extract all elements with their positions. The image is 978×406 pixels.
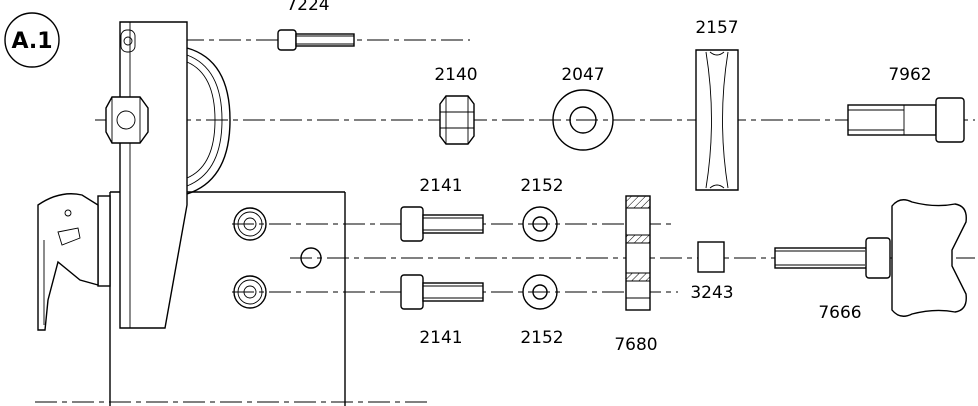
block-7680	[625, 195, 651, 311]
title-badge: A.1	[4, 12, 60, 68]
pulley-behind-arm	[186, 47, 231, 195]
label-2047: 2047	[561, 65, 604, 85]
clamp-lever	[37, 193, 99, 331]
figure-title: A.1	[11, 29, 52, 54]
spacer-3243	[697, 241, 725, 273]
washer-2152-lower	[522, 274, 558, 310]
arm-nut	[105, 96, 149, 144]
vertical-arm	[119, 21, 188, 329]
screw-2141-lower	[400, 274, 484, 310]
label-3243: 3243	[690, 283, 733, 303]
bolt-7962	[847, 97, 965, 143]
pulley-2157	[695, 49, 739, 191]
knob-7666	[774, 199, 967, 317]
washer-2047	[552, 89, 614, 151]
label-7962: 7962	[888, 65, 931, 85]
label-7224: 7224	[286, 0, 329, 15]
screw-2141-upper	[400, 206, 484, 242]
label-7680: 7680	[614, 335, 657, 355]
label-2152-lower: 2152	[520, 328, 563, 348]
nut-2140	[439, 95, 475, 145]
label-2141-upper: 2141	[419, 176, 462, 196]
screw-7224	[277, 29, 355, 51]
label-2152-upper: 2152	[520, 176, 563, 196]
counterbore-holes	[233, 207, 267, 309]
label-2157: 2157	[695, 18, 738, 38]
label-2141-lower: 2141	[419, 328, 462, 348]
label-7666: 7666	[818, 303, 861, 323]
label-2140: 2140	[434, 65, 477, 85]
washer-2152-upper	[522, 206, 558, 242]
part-labels: 7224 2157 2140 2047 7962 2141 2152 3243 …	[286, 0, 931, 355]
